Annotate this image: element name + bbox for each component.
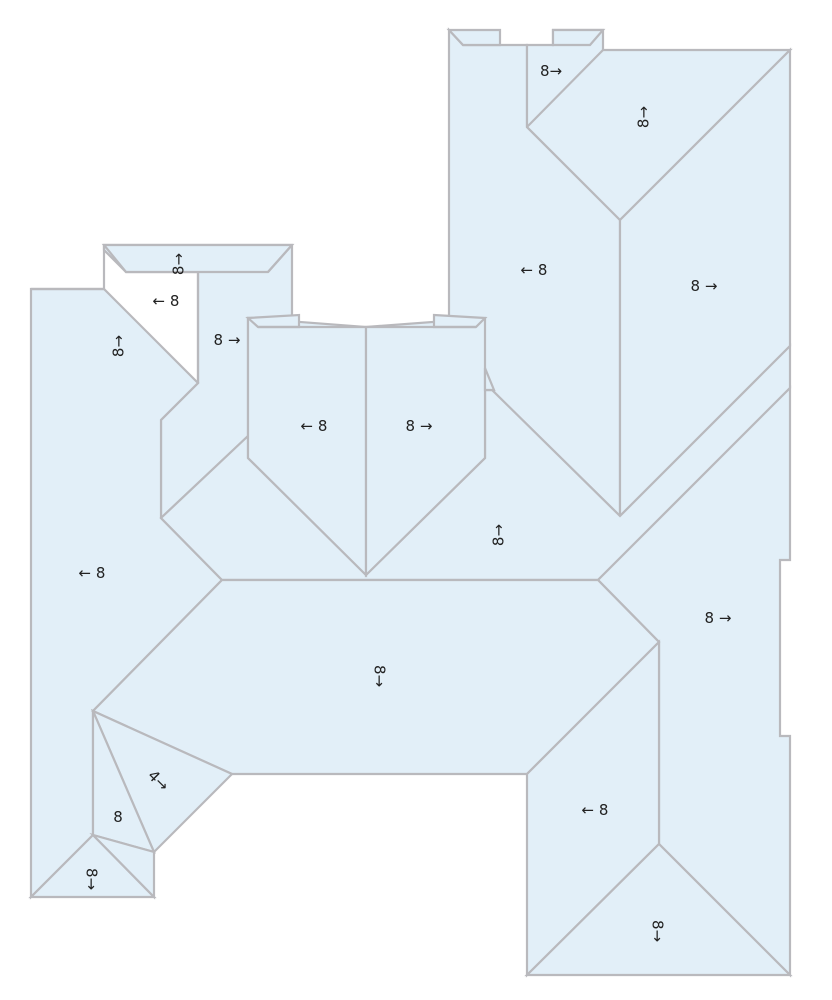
pitch-label-center-main-rear: 8→	[371, 665, 389, 687]
pitch-label-center-gable-right: 8 →	[406, 417, 433, 435]
pitch-label-top-left-gable-left: ← 8	[153, 292, 180, 310]
pitch-label-top-left-gable-ridge: 8→	[170, 253, 188, 275]
roof-facet-upper-right-dormer-right	[551, 28, 606, 47]
roof-facet-bottom-left-side-right	[89, 832, 156, 900]
pitch-label-bottom-right-left: ← 8	[582, 801, 609, 819]
pitch-label-upper-right-right-plane: 8 →	[691, 277, 718, 295]
pitch-label-center-front: 8→	[490, 524, 508, 546]
pitch-label-upper-right-left-plane: ← 8	[521, 261, 548, 279]
roof-facet-center-gable-tab-left	[245, 313, 301, 329]
pitch-label-right-wing-right: 8 →	[705, 609, 732, 627]
roof-facet-center-valley	[483, 367, 496, 392]
roof-facet-top-left-gable-ridge	[101, 243, 295, 274]
pitch-label-center-gable-left: ← 8	[301, 417, 328, 435]
roof-facet-upper-right-dormer-left	[446, 28, 502, 47]
pitch-label-upper-right-hip-small: 8→	[540, 62, 562, 80]
pitch-label-top-left-gable-right: 8 →	[214, 331, 241, 349]
roof-facet-center-gable-tab-right	[432, 313, 488, 329]
pitch-label-bottom-left-side: 8	[113, 808, 123, 826]
pitch-label-left-wing-hip: 8→	[110, 335, 128, 357]
pitch-label-left-wing-left: ← 8	[79, 564, 106, 582]
pitch-label-upper-right-main-front: 8→	[635, 106, 653, 128]
roof-edge	[526, 49, 604, 128]
roof-facet-bottom-right-end	[524, 842, 793, 977]
pitch-label-bottom-left-end: 8→	[83, 868, 101, 890]
pitch-label-bottom-right-end: 8→	[649, 920, 667, 942]
roof-edge	[267, 244, 293, 273]
